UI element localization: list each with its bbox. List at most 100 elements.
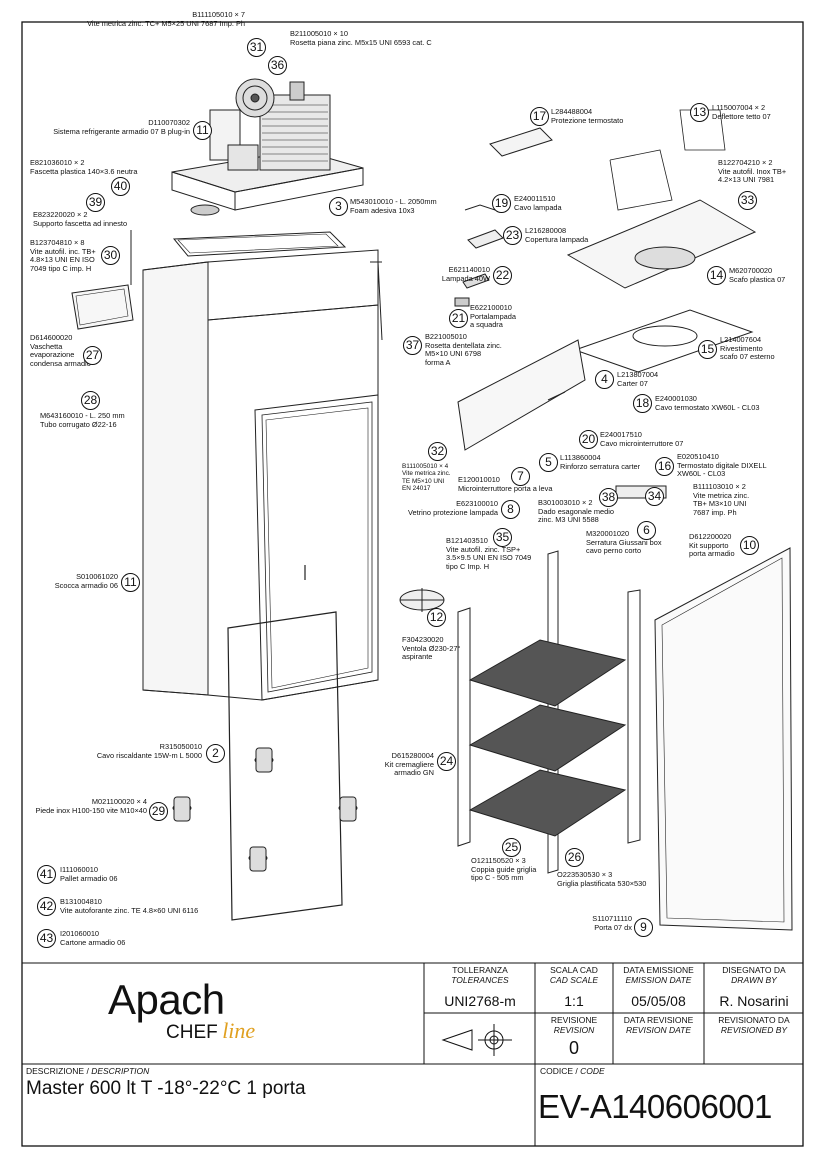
part-label-31: B111105010 × 7 Vite metrica zinc. TC+ M5… — [87, 10, 245, 28]
scale-value: 1:1 — [564, 993, 584, 1009]
callout-11a: 11 — [193, 121, 212, 140]
code-header: CODICE / CODE — [540, 1066, 605, 1076]
callout-11b: 11 — [121, 573, 140, 592]
part-label-25: O121150520 × 3 Coppia guide griglia tipo… — [471, 856, 537, 883]
part-label-23: L216280008 Copertura lampada — [525, 226, 589, 244]
callout-41: 41 — [37, 865, 56, 884]
part-label-11a: D110070302 Sistema refrigerante armadio … — [53, 118, 190, 136]
part-label-36: B211005010 × 10 Rosetta piana zinc. M5x1… — [290, 29, 432, 47]
cabinet-body — [142, 231, 383, 701]
callout-16: 16 — [655, 457, 674, 476]
drawn-by-value: R. Nosarini — [719, 993, 789, 1009]
part-label-6: M320001020 Serratura Giussani box cavo p… — [586, 529, 662, 556]
callout-20: 20 — [579, 430, 598, 449]
part-label-39: E823220020 × 2 Supporto fascetta ad inne… — [33, 210, 128, 228]
callout-40: 40 — [111, 177, 130, 196]
part-label-10: D612200020 Kit supporto porta armadio — [689, 532, 735, 559]
feet — [172, 747, 358, 872]
tray-and-bracket — [71, 230, 134, 330]
callout-33: 33 — [738, 191, 757, 210]
callout-13: 13 — [690, 103, 709, 122]
callout-7: 7 — [511, 467, 530, 486]
logo-chef: CHEF — [166, 1022, 218, 1043]
callout-10: 10 — [740, 536, 759, 555]
part-label-22: E621140010 Lampada 40W — [441, 265, 490, 283]
part-label-42: B131004810 Vite autoforante zinc. TE 4.8… — [60, 897, 199, 915]
callout-31: 31 — [247, 38, 266, 57]
part-label-37: B221005010 Rosetta dentellata zinc. M5×1… — [425, 332, 502, 367]
callout-42: 42 — [37, 897, 56, 916]
part-label-38: B301003010 × 2 Dado esagonale medio zinc… — [538, 498, 615, 525]
code-value: EV-A140606001 — [538, 1088, 772, 1125]
cabinet-door — [654, 547, 793, 931]
callout-5: 5 — [539, 453, 558, 472]
callout-19: 19 — [492, 194, 511, 213]
callout-12: 12 — [427, 608, 446, 627]
roof-parts — [489, 109, 757, 373]
part-label-14: M620700020 Scafo plastica 07 — [729, 266, 786, 284]
callout-3: 3 — [329, 197, 348, 216]
part-label-17: L284488004 Protezione termostato — [551, 107, 624, 125]
part-label-3: M543010010 - L. 2050mm Foam adesiva 10x3 — [350, 197, 437, 215]
part-label-15: L214007604 Rivestimento scafo 07 esterno — [720, 335, 775, 362]
callout-21: 21 — [449, 309, 468, 328]
callout-26: 26 — [565, 848, 584, 867]
callout-23: 23 — [503, 226, 522, 245]
callout-36: 36 — [268, 56, 287, 75]
part-label-12: F304230020 Ventola Ø230-27° aspirante — [402, 635, 461, 662]
part-label-24: D615280004 Kit cremagliere armadio GN — [384, 751, 434, 778]
callout-22: 22 — [493, 266, 512, 285]
callout-34: 34 — [645, 487, 664, 506]
part-label-33: B122704210 × 2 Vite autofil. Inox TB+ 4.… — [718, 158, 787, 185]
part-label-9: S110711110 Porta 07 dx — [592, 914, 632, 932]
description-value: Master 600 lt T -18°-22°C 1 porta — [26, 1078, 306, 1099]
logo-apach: Apach — [108, 976, 225, 1023]
lamp-parts — [454, 204, 506, 307]
part-label-30: B123704810 × 8 Vite autofil. inc. TB+ 4.… — [30, 238, 96, 273]
part-label-7: E120010010 Microinterruttore porta a lev… — [458, 475, 553, 493]
projection-symbol — [441, 1024, 512, 1056]
callout-43: 43 — [37, 929, 56, 948]
part-label-2: R315050010 Cavo riscaldante 15W-m L 5000 — [96, 742, 202, 760]
shelving — [457, 550, 641, 874]
description-header: DESCRIZIONE / DESCRIPTION — [26, 1066, 150, 1076]
part-label-16: E020510410 Termostato digitale DIXELL XW… — [677, 452, 767, 479]
part-label-28: M643160010 - L. 250 mm Tubo corrugato Ø2… — [40, 411, 125, 429]
callout-18: 18 — [633, 394, 652, 413]
callout-28: 28 — [81, 391, 100, 410]
callout-25: 25 — [502, 838, 521, 857]
sheet-border — [21, 21, 804, 1147]
part-label-18: E240001030 Cavo termostato XW60L - CL03 — [655, 394, 760, 412]
part-label-41: I111060010 Pallet armadio 06 — [60, 865, 118, 883]
part-label-4: L213807004 Carter 07 — [617, 370, 659, 388]
callout-14: 14 — [707, 266, 726, 285]
part-label-21: E622100010 Portalampada a squadra — [470, 303, 517, 330]
callout-29: 29 — [149, 802, 168, 821]
part-label-35: B121403510 Vite autofil. zinc. TSP+ 3.5×… — [446, 536, 532, 571]
part-label-40: E821036010 × 2 Fascetta plastica 140×3.6… — [30, 158, 138, 176]
callout-24: 24 — [437, 752, 456, 771]
callout-37: 37 — [403, 336, 422, 355]
emission-date-value: 05/05/08 — [631, 993, 686, 1009]
callout-2: 2 — [206, 744, 225, 763]
callout-32: 32 — [428, 442, 447, 461]
callout-8: 8 — [501, 500, 520, 519]
part-label-19: E240011510 Cavo lampada — [514, 194, 562, 212]
refrigeration-unit — [171, 78, 364, 216]
part-label-8: E623100010 Vetrino protezione lampada — [408, 499, 498, 517]
part-label-20: E240017510 Cavo microinterruttore 07 — [600, 430, 684, 448]
revision-value: 0 — [568, 1038, 579, 1058]
fan — [399, 588, 445, 612]
part-label-32: B111005010 × 4 Vite metrica zinc. TE M5×… — [402, 463, 451, 493]
logo-line: line — [222, 1018, 256, 1043]
part-label-26: O223530530 × 3 Griglia plastificata 530×… — [557, 870, 647, 888]
callout-27: 27 — [83, 346, 102, 365]
callout-15: 15 — [698, 340, 717, 359]
